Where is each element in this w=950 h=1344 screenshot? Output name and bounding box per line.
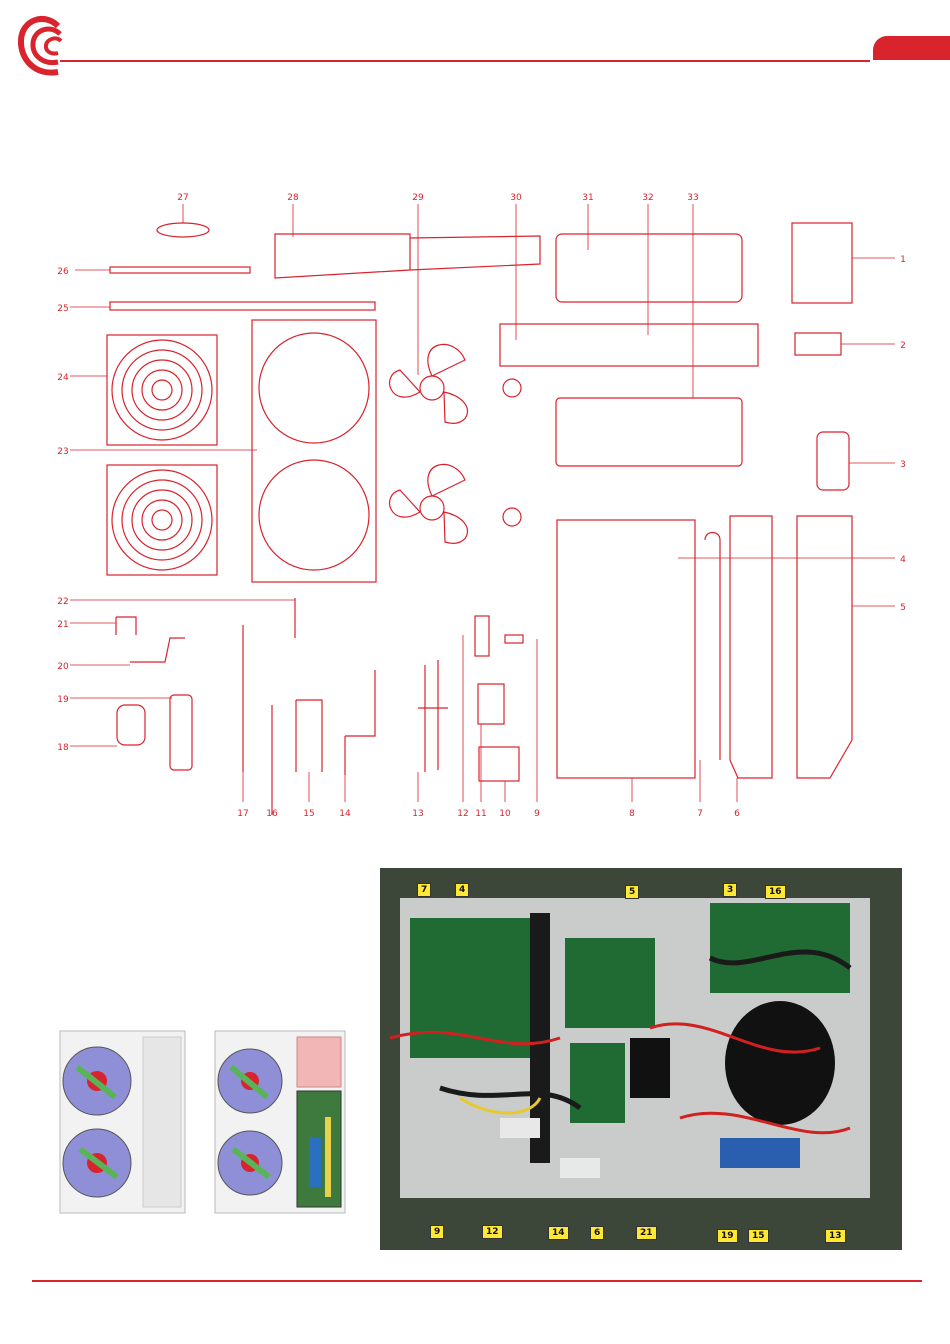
part-9-component	[505, 635, 523, 643]
header-rule	[60, 60, 870, 62]
part-11-component	[478, 684, 504, 724]
photo-tag-4: 4	[455, 883, 469, 897]
part-10-component	[479, 747, 519, 781]
callout-33: 33	[687, 193, 698, 203]
callout-9: 9	[534, 809, 540, 819]
callout-22: 22	[57, 597, 68, 607]
photo-tag-5: 5	[625, 885, 639, 899]
part-30-motor-upper	[503, 379, 521, 397]
callout-21: 21	[57, 620, 68, 630]
callout-24: 24	[57, 373, 69, 383]
callout-29: 29	[412, 193, 424, 203]
control-board-photo: 7 4 5 3 16 9 12 14 6 21 19 15 13	[380, 868, 902, 1250]
callout-17: 17	[237, 809, 248, 819]
outdoor-unit-renderings	[55, 1027, 355, 1222]
callout-11: 11	[475, 809, 486, 819]
part-25-plate	[110, 302, 375, 310]
callout-12: 12	[457, 809, 468, 819]
photo-tag-3: 3	[723, 883, 737, 897]
callout-32: 32	[642, 193, 653, 203]
callout-2: 2	[900, 341, 906, 351]
part-1-control-box	[792, 223, 852, 303]
part-8-coil	[557, 520, 695, 778]
callout-28: 28	[287, 193, 299, 203]
callout-13: 13	[412, 809, 423, 819]
callout-27: 27	[177, 193, 188, 203]
photo-tag-14: 14	[548, 1226, 569, 1240]
photo-tag-19: 19	[717, 1229, 738, 1243]
part-14-pipe-assembly	[345, 670, 375, 775]
photo-tag-13: 13	[825, 1229, 846, 1243]
part-6-side-panel	[730, 516, 772, 778]
callout-25: 25	[57, 304, 68, 314]
callout-16: 16	[266, 809, 278, 819]
photo-tag-21: 21	[636, 1226, 657, 1240]
photo-tag-6: 6	[590, 1226, 604, 1240]
part-5-side-panel	[797, 516, 852, 778]
control-board-photo-drawing	[380, 868, 902, 1250]
callout-14: 14	[339, 809, 351, 819]
exploded-view-diagram: 27 28 29 30 31 32 33 26 25 24 23 22 21 2…	[0, 160, 950, 830]
part-13-valve-assembly	[418, 660, 448, 772]
callout-18: 18	[57, 743, 69, 753]
callout-4: 4	[900, 555, 906, 565]
outdoor-unit-opened	[215, 1031, 345, 1213]
part-18-accumulator	[117, 705, 145, 745]
photo-tag-7: 7	[417, 883, 431, 897]
callout-20: 20	[57, 662, 69, 672]
outdoor-unit-closed	[60, 1031, 185, 1213]
footer-rule	[32, 1280, 922, 1282]
callout-10: 10	[499, 809, 511, 819]
part-30-motor-lower	[503, 508, 521, 526]
photo-tag-12: 12	[482, 1225, 503, 1239]
part-31-cover	[556, 234, 742, 302]
part-29-fan-lower	[390, 464, 468, 543]
photo-tag-15: 15	[748, 1229, 769, 1243]
part-33-base	[556, 398, 742, 466]
part-3-capacitor	[817, 432, 849, 490]
part-2-component	[795, 333, 841, 355]
callout-8: 8	[629, 809, 635, 819]
part-28-top-cover	[275, 234, 540, 278]
part-27-ring	[157, 223, 209, 237]
callout-6: 6	[734, 809, 740, 819]
callout-7: 7	[697, 809, 703, 819]
callout-26: 26	[57, 267, 69, 277]
part-20-pipe	[130, 638, 185, 662]
part-19-receiver	[170, 695, 192, 770]
callout-19: 19	[57, 695, 69, 705]
callout-3: 3	[900, 460, 906, 470]
part-7-pipe	[705, 533, 720, 761]
part-12-component	[475, 616, 489, 656]
swirl-logo-icon	[14, 8, 74, 78]
part-24-grille-lower	[107, 465, 217, 575]
part-26-plate	[110, 267, 250, 273]
part-32-bracket	[500, 324, 758, 366]
callout-15: 15	[303, 809, 314, 819]
callout-1: 1	[900, 255, 906, 265]
header-tab	[873, 36, 950, 60]
photo-tag-16: 16	[765, 885, 786, 899]
callout-31: 31	[582, 193, 593, 203]
part-24-grille-upper	[107, 335, 217, 445]
photo-tag-9: 9	[430, 1225, 444, 1239]
callout-23: 23	[57, 447, 68, 457]
part-23-front-panel	[252, 320, 376, 582]
callout-30: 30	[510, 193, 522, 203]
part-21-clamp	[116, 617, 136, 635]
part-29-fan-upper	[390, 344, 468, 423]
callout-5: 5	[900, 603, 906, 613]
part-15-pipe-assembly	[296, 700, 322, 772]
